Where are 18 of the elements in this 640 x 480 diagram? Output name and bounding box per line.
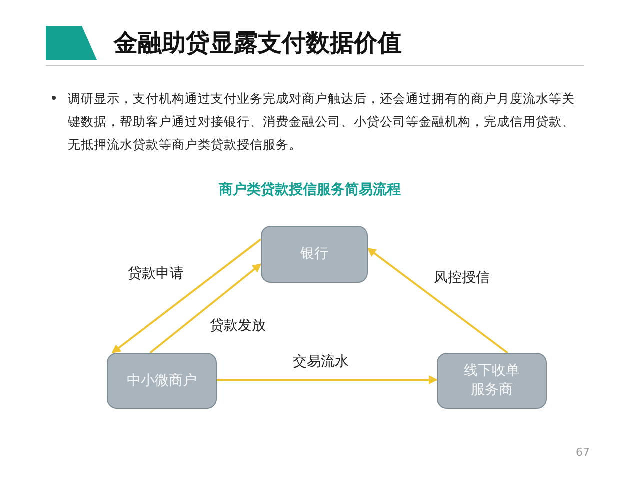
arrow (367, 248, 508, 354)
process-box (261, 226, 368, 283)
arrow (217, 376, 438, 384)
page-number: 67 (576, 446, 590, 459)
chart-title: 商户类贷款授信服务简易流程 (219, 182, 401, 199)
arrow (150, 263, 262, 354)
node-label: 银行 (300, 245, 328, 264)
arrow (112, 238, 262, 354)
process-box (437, 353, 547, 409)
process-box (107, 353, 217, 409)
node-label: 中小微商户 (127, 372, 197, 390)
edge-label: 贷款申请 (128, 266, 184, 282)
edge-label: 交易流水 (293, 354, 349, 370)
node-label: 线下收单服务商 (463, 362, 521, 400)
slide-title: 金融助贷显露支付数据价值 (114, 28, 402, 58)
edge-label: 风控授信 (434, 270, 490, 286)
body-text: 调研显示，支付机构通过支付业务完成对商户触达后，还会通过拥有的商户月度流水等关键数据，帮助客户通过对接银行、消费金融公司、小贷公司等金融机构，完成信用贷款、无抵押流水贷款等商户类贷款授信服务。 (68, 90, 576, 154)
edge-label: 贷款发放 (210, 318, 266, 334)
